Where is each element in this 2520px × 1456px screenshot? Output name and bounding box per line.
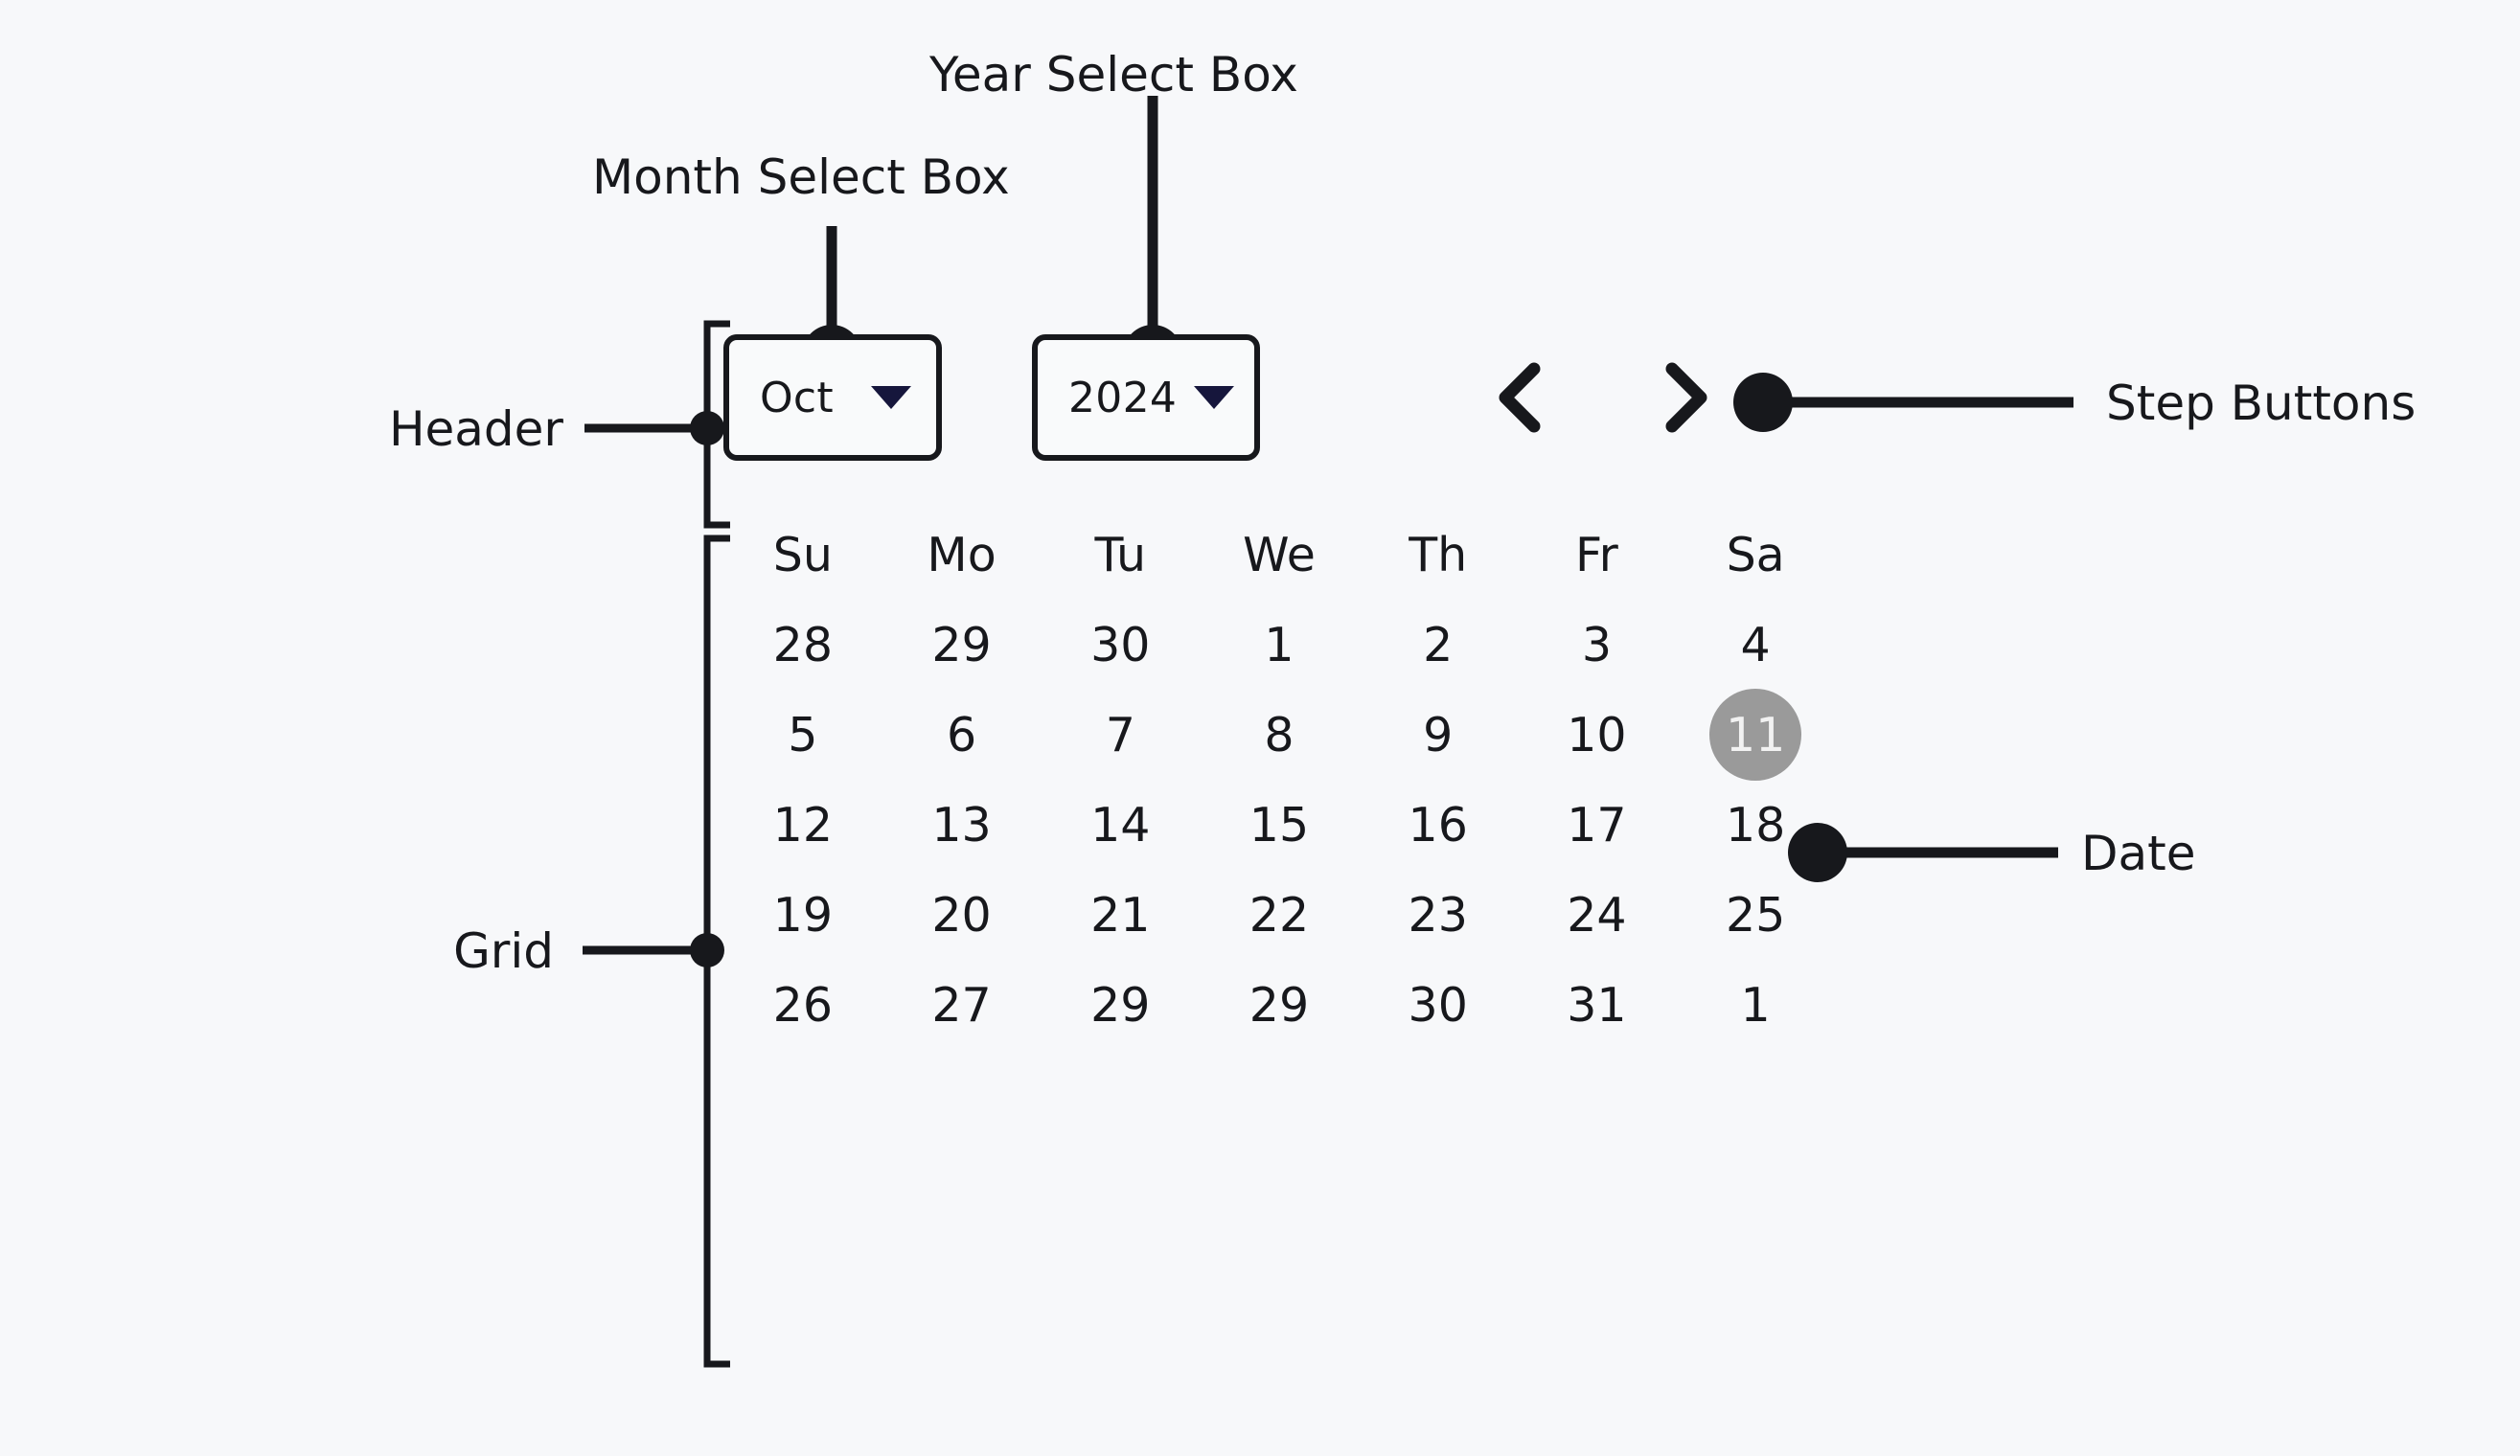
annotation-label-year-select-box: Year Select Box <box>929 47 1298 102</box>
date-cell[interactable]: 26 <box>772 977 834 1033</box>
date-cell[interactable]: 16 <box>1408 797 1468 853</box>
date-cell[interactable]: 25 <box>1725 887 1786 943</box>
annotation-label-month-select-box: Month Select Box <box>592 149 1010 205</box>
date-cell[interactable]: 30 <box>1408 977 1468 1033</box>
weekday-header: We <box>1243 527 1316 582</box>
weekday-header: Th <box>1409 527 1468 582</box>
weekday-header: Fr <box>1575 527 1618 582</box>
year-select-value: 2024 <box>1068 373 1178 422</box>
annotation-label-date: Date <box>2081 826 2196 881</box>
date-cell[interactable]: 24 <box>1567 887 1627 943</box>
date-cell[interactable]: 3 <box>1581 617 1613 672</box>
date-cell[interactable]: 9 <box>1423 707 1454 762</box>
grid-leader-dot <box>690 933 724 967</box>
chevron-left-icon[interactable] <box>1490 359 1549 436</box>
date-cell[interactable]: 14 <box>1090 797 1151 853</box>
date-cell[interactable]: 1 <box>1264 617 1294 672</box>
date-cell[interactable]: 4 <box>1740 617 1771 672</box>
date-cell[interactable]: 1 <box>1740 977 1771 1033</box>
date-cell[interactable]: 29 <box>931 617 992 672</box>
date-cell[interactable]: 28 <box>772 617 834 672</box>
header-leader-dot <box>690 411 724 445</box>
weekday-header: Mo <box>927 527 997 582</box>
annotation-label-step-buttons: Step Buttons <box>2106 375 2417 431</box>
chevron-right-icon[interactable] <box>1657 359 1716 436</box>
date-cell[interactable]: 22 <box>1249 887 1310 943</box>
calendar-header: Oct 2024 <box>723 326 1835 469</box>
annotation-label-grid: Grid <box>453 923 554 979</box>
date-cell[interactable]: 21 <box>1090 887 1151 943</box>
date-cell[interactable]: 31 <box>1567 977 1627 1033</box>
date-cell[interactable]: 7 <box>1105 707 1135 762</box>
chevron-down-icon <box>1194 386 1235 409</box>
date-cell[interactable]: 5 <box>788 707 818 762</box>
date-cell[interactable]: 20 <box>931 887 992 943</box>
date-cell[interactable]: 27 <box>931 977 992 1033</box>
date-cell[interactable]: 12 <box>772 797 834 853</box>
date-cell[interactable]: 10 <box>1567 707 1627 762</box>
date-cell[interactable]: 29 <box>1249 977 1310 1033</box>
date-cell[interactable]: 2 <box>1423 617 1454 672</box>
month-select-value: Oct <box>760 373 834 422</box>
month-select-box[interactable]: Oct <box>723 334 942 461</box>
year-select-box[interactable]: 2024 <box>1032 334 1260 461</box>
step-buttons <box>1490 359 1716 436</box>
date-cell[interactable]: 18 <box>1725 797 1786 853</box>
date-cell[interactable]: 8 <box>1264 707 1294 762</box>
date-cell[interactable]: 13 <box>931 797 992 853</box>
weekday-header: Sa <box>1726 527 1785 582</box>
chevron-down-icon <box>871 386 911 409</box>
date-cell-selected[interactable]: 11 <box>1709 689 1802 781</box>
date-cell[interactable]: 15 <box>1249 797 1310 853</box>
date-cell[interactable]: 6 <box>946 707 977 762</box>
date-cell[interactable]: 17 <box>1567 797 1627 853</box>
annotation-label-header: Header <box>388 401 563 457</box>
date-cell[interactable]: 19 <box>772 887 834 943</box>
date-cell[interactable]: 23 <box>1408 887 1468 943</box>
weekday-header: Su <box>772 527 833 582</box>
date-cell[interactable]: 30 <box>1090 617 1151 672</box>
weekday-header: Tu <box>1094 527 1147 582</box>
date-cell[interactable]: 29 <box>1090 977 1151 1033</box>
